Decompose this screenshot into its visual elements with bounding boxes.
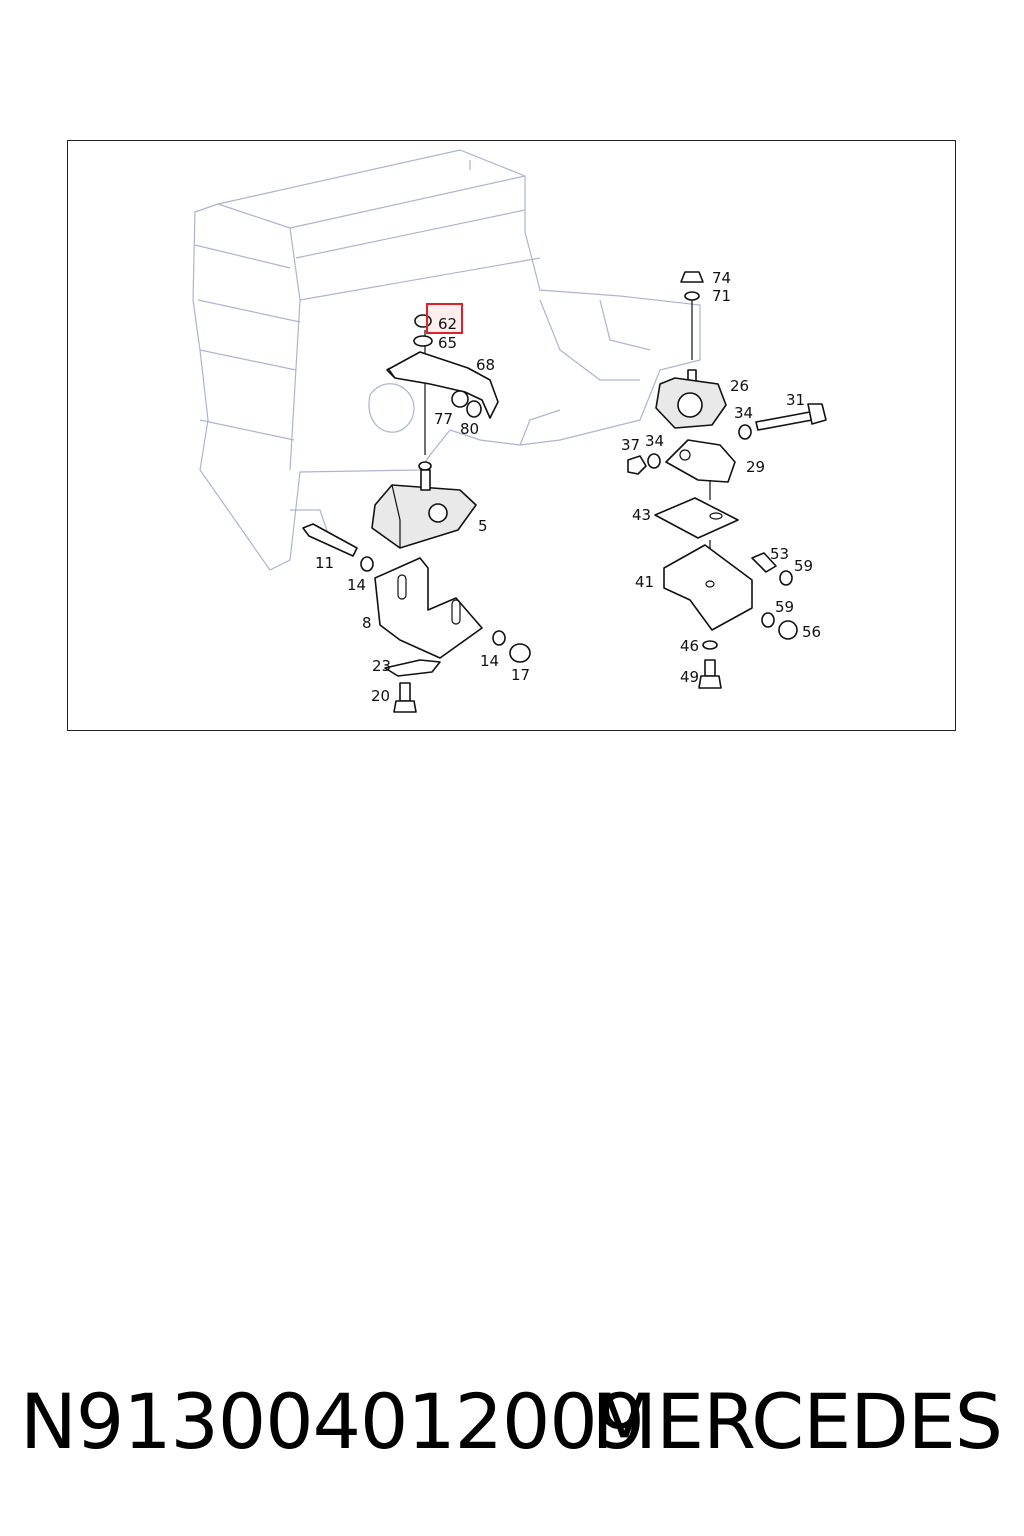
- callout-65[interactable]: 65: [438, 334, 457, 352]
- callout-41[interactable]: 41: [635, 573, 654, 591]
- engine-block-outline: [192, 149, 701, 571]
- callout-80[interactable]: 80: [460, 420, 479, 438]
- bracket-29: [665, 439, 736, 483]
- callout-17[interactable]: 17: [511, 666, 530, 684]
- bolt-11: [302, 523, 358, 557]
- callout-59a[interactable]: 59: [794, 557, 813, 575]
- plate-23: [384, 659, 441, 677]
- bracket-8: [374, 557, 483, 659]
- callout-74[interactable]: 74: [712, 269, 731, 287]
- nut-74: [680, 271, 704, 283]
- callout-11[interactable]: 11: [315, 554, 334, 572]
- washer-34b: [647, 453, 661, 469]
- highlight-box-62[interactable]: [426, 303, 463, 334]
- brand-name: MERCEDES: [591, 1377, 1003, 1466]
- callout-56[interactable]: 56: [802, 623, 821, 641]
- bracket-68: [386, 351, 499, 419]
- callout-23[interactable]: 23: [372, 657, 391, 675]
- bolt-53: [751, 552, 777, 573]
- callout-62[interactable]: 62: [438, 315, 457, 333]
- callout-14b[interactable]: 14: [480, 652, 499, 670]
- callout-71[interactable]: 71: [712, 287, 731, 305]
- callout-20[interactable]: 20: [371, 687, 390, 705]
- right-mount-assembly: [627, 271, 827, 689]
- washer-80: [466, 400, 482, 418]
- callout-37[interactable]: 37: [621, 436, 640, 454]
- bolt-20: [399, 682, 411, 702]
- product-footer: N913004012009 MERCEDES: [0, 1372, 1024, 1472]
- callout-34a[interactable]: 34: [734, 404, 753, 422]
- callout-34b[interactable]: 34: [645, 432, 664, 450]
- washer-59b: [761, 612, 775, 628]
- callout-labels: 62 65 68 77 80 5 11 14 8 14 17 23 20 74 …: [315, 269, 821, 705]
- nut-17: [509, 643, 531, 663]
- callout-5[interactable]: 5: [478, 517, 488, 535]
- callout-31[interactable]: 31: [786, 391, 805, 409]
- engine-mount-5: [371, 484, 477, 549]
- callout-77[interactable]: 77: [434, 410, 453, 428]
- nut-56: [778, 620, 798, 640]
- callout-43[interactable]: 43: [632, 506, 651, 524]
- callout-53[interactable]: 53: [770, 545, 789, 563]
- bolt-31: [755, 411, 813, 431]
- washer-71: [684, 291, 700, 301]
- nut-37: [627, 455, 647, 475]
- callout-49[interactable]: 49: [680, 668, 699, 686]
- washer-14: [360, 556, 374, 572]
- washer-34: [738, 424, 752, 440]
- callout-68[interactable]: 68: [476, 356, 495, 374]
- callout-14a[interactable]: 14: [347, 576, 366, 594]
- callout-8[interactable]: 8: [362, 614, 372, 632]
- callout-59b[interactable]: 59: [775, 598, 794, 616]
- washer-46: [702, 640, 718, 650]
- part-number: N913004012009: [20, 1377, 645, 1466]
- washer-65: [413, 335, 433, 347]
- callout-46[interactable]: 46: [680, 637, 699, 655]
- plate-43: [654, 497, 739, 539]
- bolt-49: [704, 659, 716, 677]
- callout-29[interactable]: 29: [746, 458, 765, 476]
- bushing-77: [451, 390, 469, 408]
- diagram-frame: [67, 140, 956, 731]
- washer-59: [779, 570, 793, 586]
- callout-26[interactable]: 26: [730, 377, 749, 395]
- washer-14b: [492, 630, 506, 646]
- left-mount-assembly: [302, 314, 531, 713]
- bracket-41: [663, 544, 753, 631]
